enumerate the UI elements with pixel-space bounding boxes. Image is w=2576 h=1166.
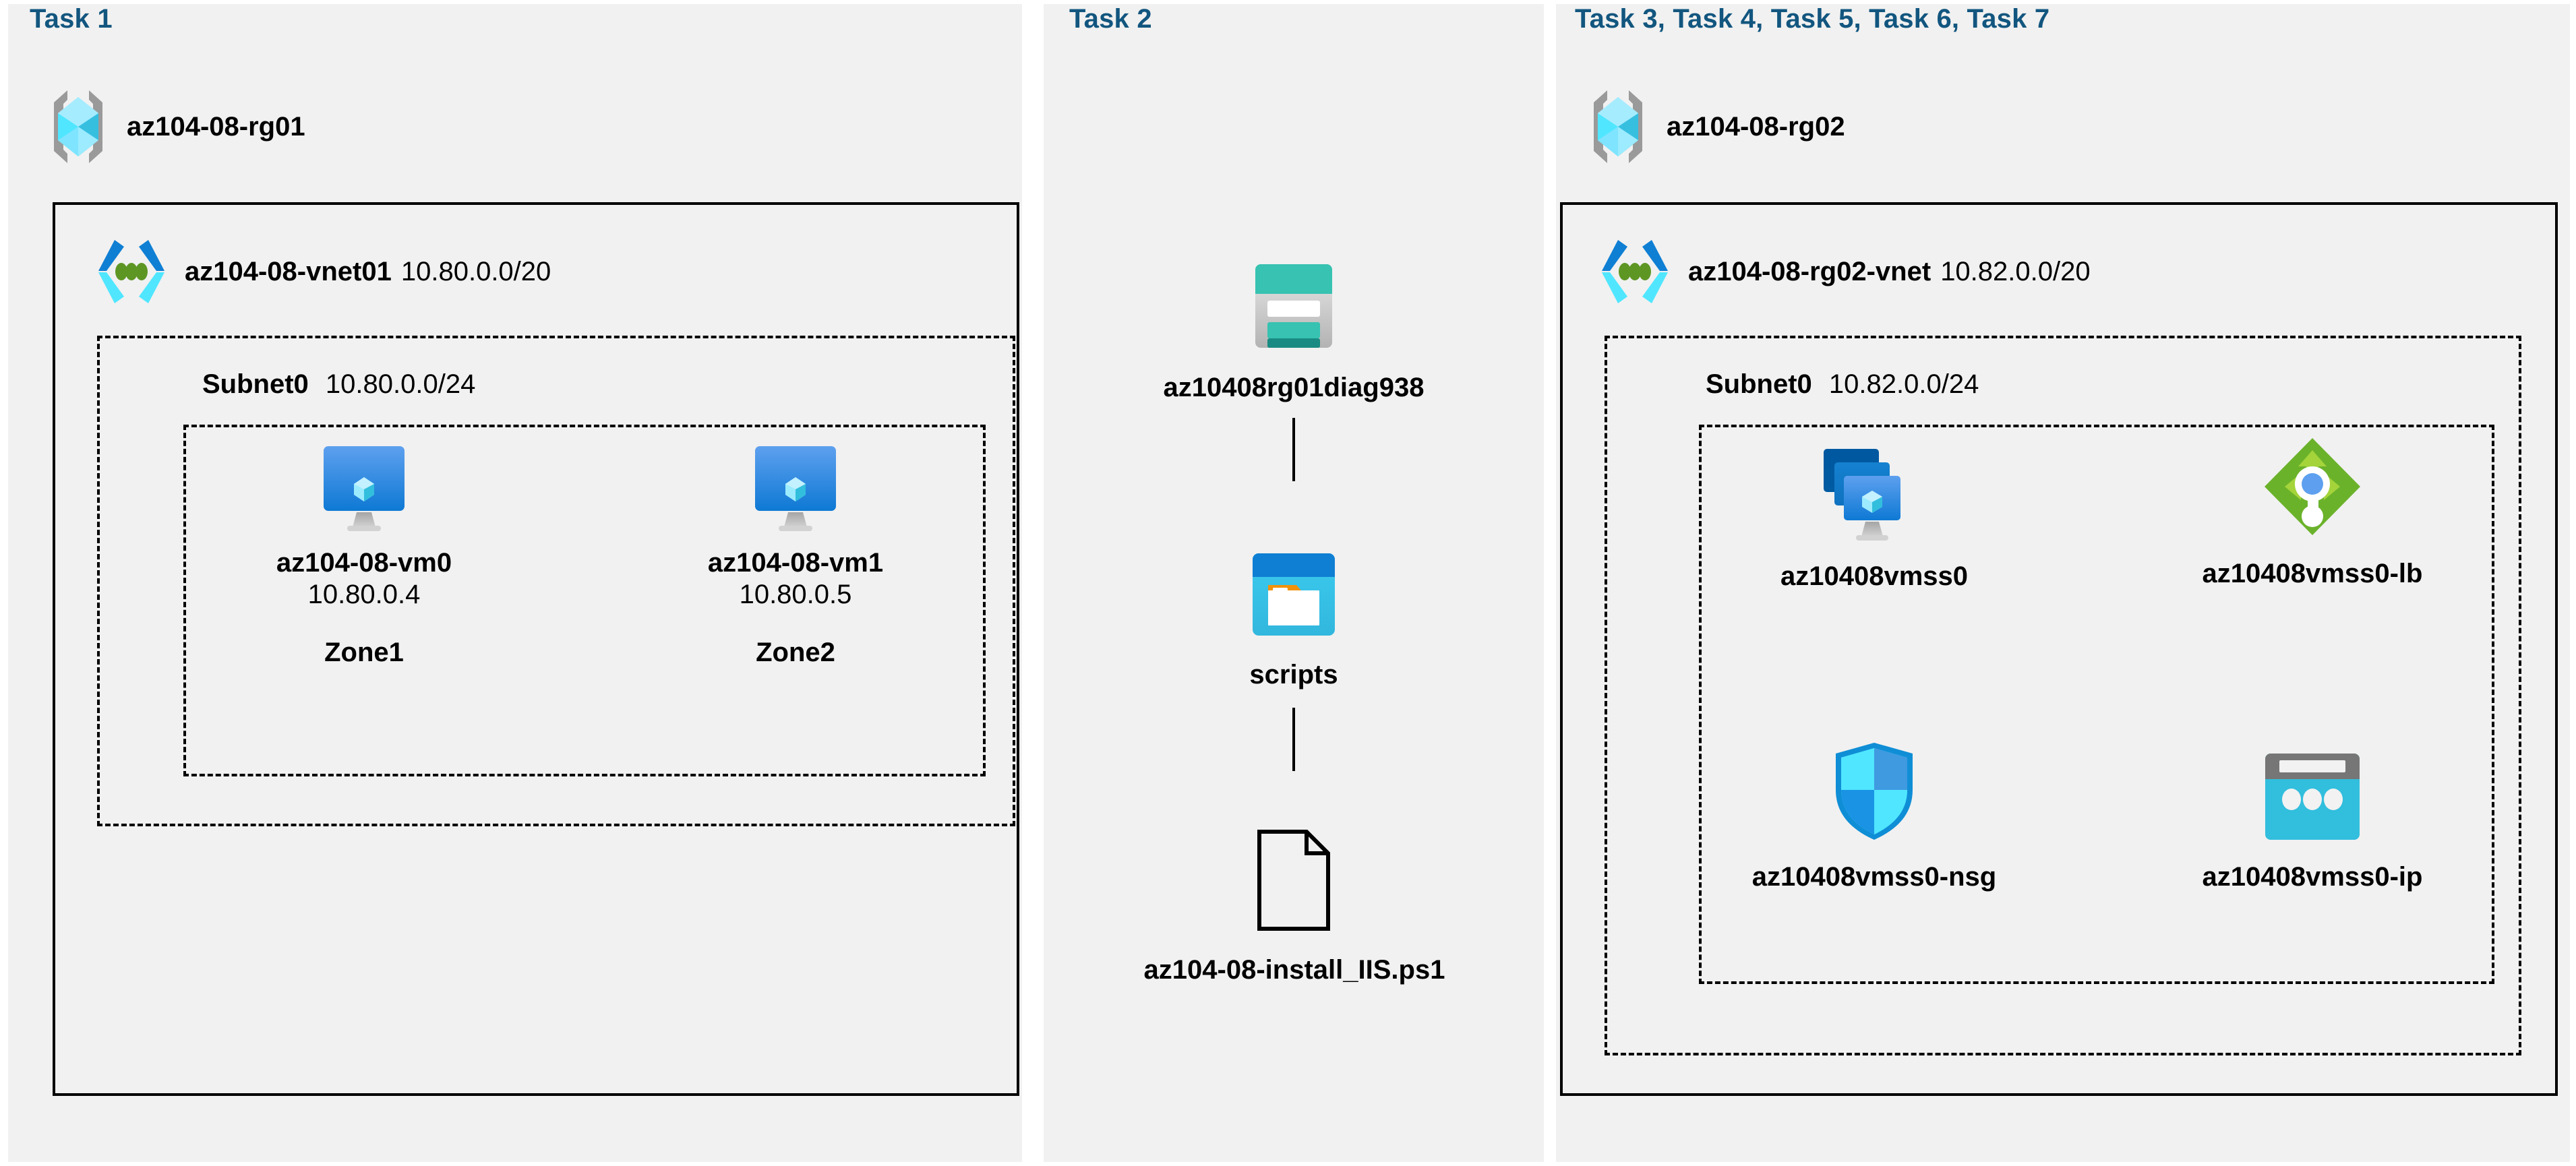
task3-subnet-name: Subnet0 — [1706, 369, 1812, 399]
node-scripts[interactable]: scripts — [1105, 553, 1482, 691]
node-az10408vmss0-lb[interactable]: az10408vmss0-lb — [2144, 435, 2481, 590]
task2-title: Task 2 — [1069, 4, 1152, 34]
node-az10408vmss0-nsg[interactable]: az10408vmss0-nsg — [1726, 741, 2023, 893]
node-az104-08-vm0[interactable]: az104-08-vm0 10.80.0.4 Zone1 — [222, 445, 506, 668]
task1-resource-group-name: az104-08-rg01 — [127, 111, 305, 142]
connector-container-to-file — [1292, 708, 1295, 771]
virtual-network-icon — [1598, 237, 1672, 306]
script-file-name: az104-08-install_IIS.ps1 — [1143, 955, 1445, 985]
public-ip-address-icon — [2265, 752, 2360, 841]
task1-title: Task 1 — [30, 4, 113, 34]
task3-vnet-box — [1560, 202, 2558, 1096]
script-file-icon — [1255, 829, 1334, 931]
panel-task1 — [8, 4, 1022, 1162]
virtual-machine-icon — [323, 445, 405, 531]
task1-subnet-label: Subnet0 10.80.0.0/24 — [202, 369, 475, 400]
task3-7-title: Task 3, Task 4, Task 5, Task 6, Task 7 — [1575, 4, 2050, 34]
task3-vnet-name: az104-08-rg02-vnet — [1688, 256, 1931, 286]
task1-subnet-box — [97, 336, 1015, 826]
node-install-iis-ps1[interactable]: az104-08-install_IIS.ps1 — [1069, 829, 1520, 986]
task3-resource-group-inner-box — [1699, 425, 2494, 984]
load-balancer-icon — [2262, 435, 2363, 538]
node-az10408rg01diag938[interactable]: az10408rg01diag938 — [1105, 263, 1482, 404]
task1-subnet-name: Subnet0 — [202, 369, 309, 399]
storage-account-name: az10408rg01diag938 — [1163, 373, 1425, 402]
vm0-zone: Zone1 — [324, 638, 404, 668]
blob-container-icon — [1252, 553, 1336, 636]
node-az104-08-vm1[interactable]: az104-08-vm1 10.80.0.5 Zone2 — [654, 445, 937, 668]
virtual-machine-icon — [754, 445, 837, 531]
public-ip-name: az10408vmss0-ip — [2202, 862, 2423, 892]
task3-resource-group-header: az104-08-rg02 — [1586, 86, 1845, 167]
task1-subnet-cidr: 10.80.0.0/24 — [325, 369, 476, 399]
task1-resource-group-header: az104-08-rg01 — [46, 86, 305, 167]
panel-task3-7 — [1556, 4, 2570, 1162]
vm-scale-set-icon — [1824, 446, 1925, 541]
vm1-name: az104-08-vm1 — [707, 548, 884, 578]
node-az10408vmss0-ip[interactable]: az10408vmss0-ip — [2144, 752, 2481, 893]
task1-vnet-cidr: 10.80.0.0/20 — [400, 256, 551, 286]
vm1-zone: Zone2 — [756, 638, 835, 668]
nsg-name: az10408vmss0-nsg — [1751, 862, 1997, 892]
task3-vnet-cidr: 10.82.0.0/20 — [1940, 256, 2091, 286]
storage-account-icon — [1255, 263, 1333, 349]
task1-vnet-header: az104-08-vnet01 10.80.0.0/20 — [94, 237, 551, 306]
task1-vnet-name: az104-08-vnet01 — [185, 256, 392, 286]
network-security-group-icon — [1833, 741, 1915, 841]
vm0-ip: 10.80.0.4 — [307, 580, 421, 610]
blob-container-name: scripts — [1249, 660, 1338, 689]
vmss-name: az10408vmss0 — [1780, 561, 1969, 591]
task3-resource-group-name: az104-08-rg02 — [1667, 111, 1845, 142]
resource-group-icon — [1586, 86, 1650, 167]
task3-subnet-cidr: 10.82.0.0/24 — [1828, 369, 1979, 399]
task1-zone-box — [183, 425, 986, 776]
load-balancer-name: az10408vmss0-lb — [2202, 559, 2423, 588]
task3-subnet-label: Subnet0 10.82.0.0/24 — [1706, 369, 1979, 400]
node-az10408vmss0[interactable]: az10408vmss0 — [1726, 446, 2023, 592]
connector-storage-to-container — [1292, 418, 1295, 481]
resource-group-icon — [46, 86, 111, 167]
task1-vnet-box — [53, 202, 1019, 1096]
virtual-network-icon — [94, 237, 169, 306]
task3-subnet-box — [1605, 336, 2521, 1055]
vm1-ip: 10.80.0.5 — [739, 580, 852, 610]
task3-vnet-header: az104-08-rg02-vnet 10.82.0.0/20 — [1598, 237, 2091, 306]
vm0-name: az104-08-vm0 — [276, 548, 452, 578]
